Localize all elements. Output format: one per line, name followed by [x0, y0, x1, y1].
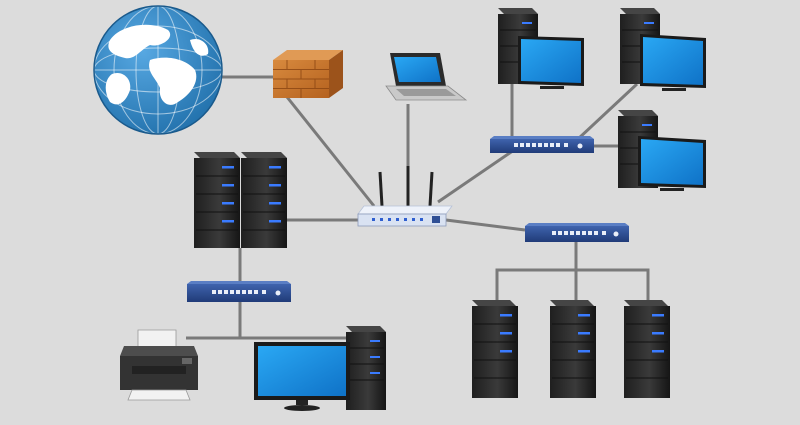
network-cables — [186, 75, 650, 340]
cable-firewall-router — [285, 96, 376, 207]
cable-server-top2-switch — [576, 82, 639, 141]
cable-router-switch-top — [437, 146, 518, 204]
server-left-b — [241, 152, 287, 248]
server-bottom-2 — [550, 300, 596, 398]
switch-top-right — [490, 136, 594, 153]
monitor-top-right — [640, 34, 706, 91]
monitor-icon — [254, 34, 706, 411]
server-bottom-1 — [472, 300, 518, 398]
monitor-middle-right — [638, 136, 706, 191]
server-bottom-3 — [624, 300, 670, 398]
globe-icon — [93, 5, 223, 135]
monitor-bottom-left — [254, 342, 350, 411]
server-bottom-left — [346, 326, 386, 410]
cable-switch-right-bus — [495, 268, 650, 300]
printer-icon — [120, 329, 198, 401]
laptop-icon — [385, 53, 468, 101]
server-left-a — [194, 152, 240, 248]
monitor-top-middle — [518, 36, 584, 89]
network-switch-icon — [187, 136, 629, 302]
wireless-router-icon — [357, 166, 453, 227]
firewall-icon — [273, 50, 343, 98]
cable-switch-left-devices — [186, 302, 242, 340]
switch-left — [187, 281, 291, 302]
switch-middle-right — [525, 223, 629, 242]
cable-router-switch-right — [445, 218, 526, 232]
